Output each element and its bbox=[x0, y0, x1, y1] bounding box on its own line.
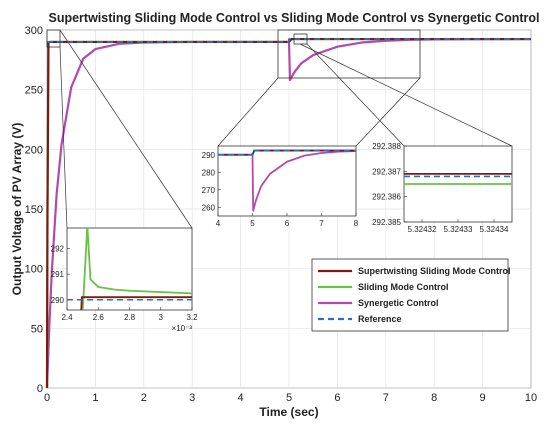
inset-series bbox=[218, 149, 356, 212]
zoom-guide-lines bbox=[46, 29, 513, 229]
inset-plot-2: 4 5 6 7 8 260 270 280 290 bbox=[202, 145, 359, 228]
x-axis-label: Time (sec) bbox=[259, 405, 318, 419]
x-tick-label: 6 bbox=[334, 392, 340, 404]
inset-y-tick-label: 280 bbox=[202, 168, 216, 177]
inset-y-tick-label: 290 bbox=[202, 151, 216, 160]
x-tick-label: 0 bbox=[44, 392, 50, 404]
inset-y-tick-label: 292 bbox=[51, 245, 65, 254]
inset-y-tick-label: 292.388 bbox=[372, 142, 401, 151]
zoom-guide-line bbox=[306, 43, 405, 147]
inset-frame bbox=[217, 145, 357, 217]
x-tick-label: 9 bbox=[480, 392, 486, 404]
inset-x-tick-label: 8 bbox=[354, 219, 359, 228]
y-tick-label: 0 bbox=[37, 383, 43, 395]
inset-plot-3: 5.32432 5.32433 5.32434 292.385 292.386 292.3… bbox=[372, 142, 513, 234]
inset-series-reference-line bbox=[218, 149, 356, 156]
y-tick-label: 50 bbox=[31, 323, 43, 335]
x-tick-label: 3 bbox=[189, 392, 195, 404]
zoom-guide-line bbox=[299, 43, 513, 147]
inset-series-supertwisting-sliding-mode-control-line bbox=[80, 296, 192, 310]
y-axis-label: Output Voltage of PV Array (V) bbox=[10, 123, 24, 296]
zoom-guide-line bbox=[355, 77, 421, 147]
inset-series-sliding-mode-control-line bbox=[81, 228, 192, 310]
inset-y-tick-label: 292.385 bbox=[372, 218, 401, 227]
x-tick-label: 8 bbox=[431, 392, 437, 404]
inset-y-tick-label: 260 bbox=[202, 203, 216, 212]
inset-x-tick-label: 5 bbox=[250, 219, 255, 228]
zoom-guide-line bbox=[217, 77, 279, 147]
legend-items: Supertwisting Sliding Mode ControlSlidin… bbox=[318, 266, 511, 324]
inset-y-tick-label: 292.387 bbox=[372, 167, 401, 176]
inset-series bbox=[67, 228, 192, 310]
legend: Supertwisting Sliding Mode ControlSlidin… bbox=[311, 258, 511, 332]
legend-label-supertwisting-sliding-mode-control: Supertwisting Sliding Mode Control bbox=[358, 266, 511, 276]
inset-series bbox=[404, 172, 512, 185]
inset-x-tick-label: 3.2 bbox=[186, 313, 198, 322]
zoom-region-box bbox=[277, 29, 421, 79]
zoom-region-box bbox=[46, 29, 61, 48]
y-tick-label: 250 bbox=[25, 85, 43, 97]
inset-x-tick-label: 7 bbox=[319, 219, 324, 228]
inset-x-tick-label: 5.32434 bbox=[480, 225, 509, 234]
x-tick-label: 1 bbox=[92, 392, 98, 404]
inset-y-tick-label: 270 bbox=[202, 186, 216, 195]
inset-x-tick-label: 2.4 bbox=[61, 313, 73, 322]
chart-title: Supertwisting Sliding Mode Control vs Sl… bbox=[49, 11, 540, 25]
legend-label-synergetic-control: Synergetic Control bbox=[358, 298, 439, 308]
legend-label-sliding-mode-control: Sliding Mode Control bbox=[358, 282, 449, 292]
x-tick-label: 2 bbox=[141, 392, 147, 404]
inset-y-tick-label: 291 bbox=[51, 270, 65, 279]
zoom-guide-line bbox=[59, 46, 68, 229]
inset-y-tick-label: 290 bbox=[51, 296, 65, 305]
inset-plot-1: 2.4 2.6 2.8 3 3.2 290 291 292 ×10⁻³ bbox=[51, 227, 198, 333]
series-reference-line bbox=[47, 38, 531, 43]
inset-x-tick-label: 3 bbox=[159, 313, 164, 322]
inset-series-synergetic-control-line bbox=[218, 150, 356, 212]
inset-x-tick-label: 5.32432 bbox=[408, 225, 437, 234]
y-tick-label: 150 bbox=[25, 204, 43, 216]
inset-x-tick-label: 2.8 bbox=[124, 313, 136, 322]
inset-x-tick-label: 5.32433 bbox=[444, 225, 473, 234]
inset-y-tick-label: 292.386 bbox=[372, 193, 401, 202]
inset-x-tick-label: 6 bbox=[285, 219, 290, 228]
zoom-guide-line bbox=[59, 29, 193, 229]
x-tick-label: 10 bbox=[525, 392, 537, 404]
y-tick-label: 100 bbox=[25, 264, 43, 276]
y-tick-label: 200 bbox=[25, 144, 43, 156]
x-tick-label: 4 bbox=[238, 392, 244, 404]
legend-label-reference: Reference bbox=[358, 314, 402, 324]
inset-x-tick-label: 2.6 bbox=[93, 313, 105, 322]
inset-x-tick-label: 4 bbox=[216, 219, 221, 228]
inset-plots: 2.4 2.6 2.8 3 3.2 290 291 292 ×10⁻³ 4 5 6 7 8 260 270 28… bbox=[51, 142, 513, 333]
y-tick-label: 300 bbox=[25, 25, 43, 37]
inset-x-multiplier: ×10⁻³ bbox=[172, 324, 193, 333]
x-tick-label: 7 bbox=[383, 392, 389, 404]
x-tick-label: 5 bbox=[286, 392, 292, 404]
